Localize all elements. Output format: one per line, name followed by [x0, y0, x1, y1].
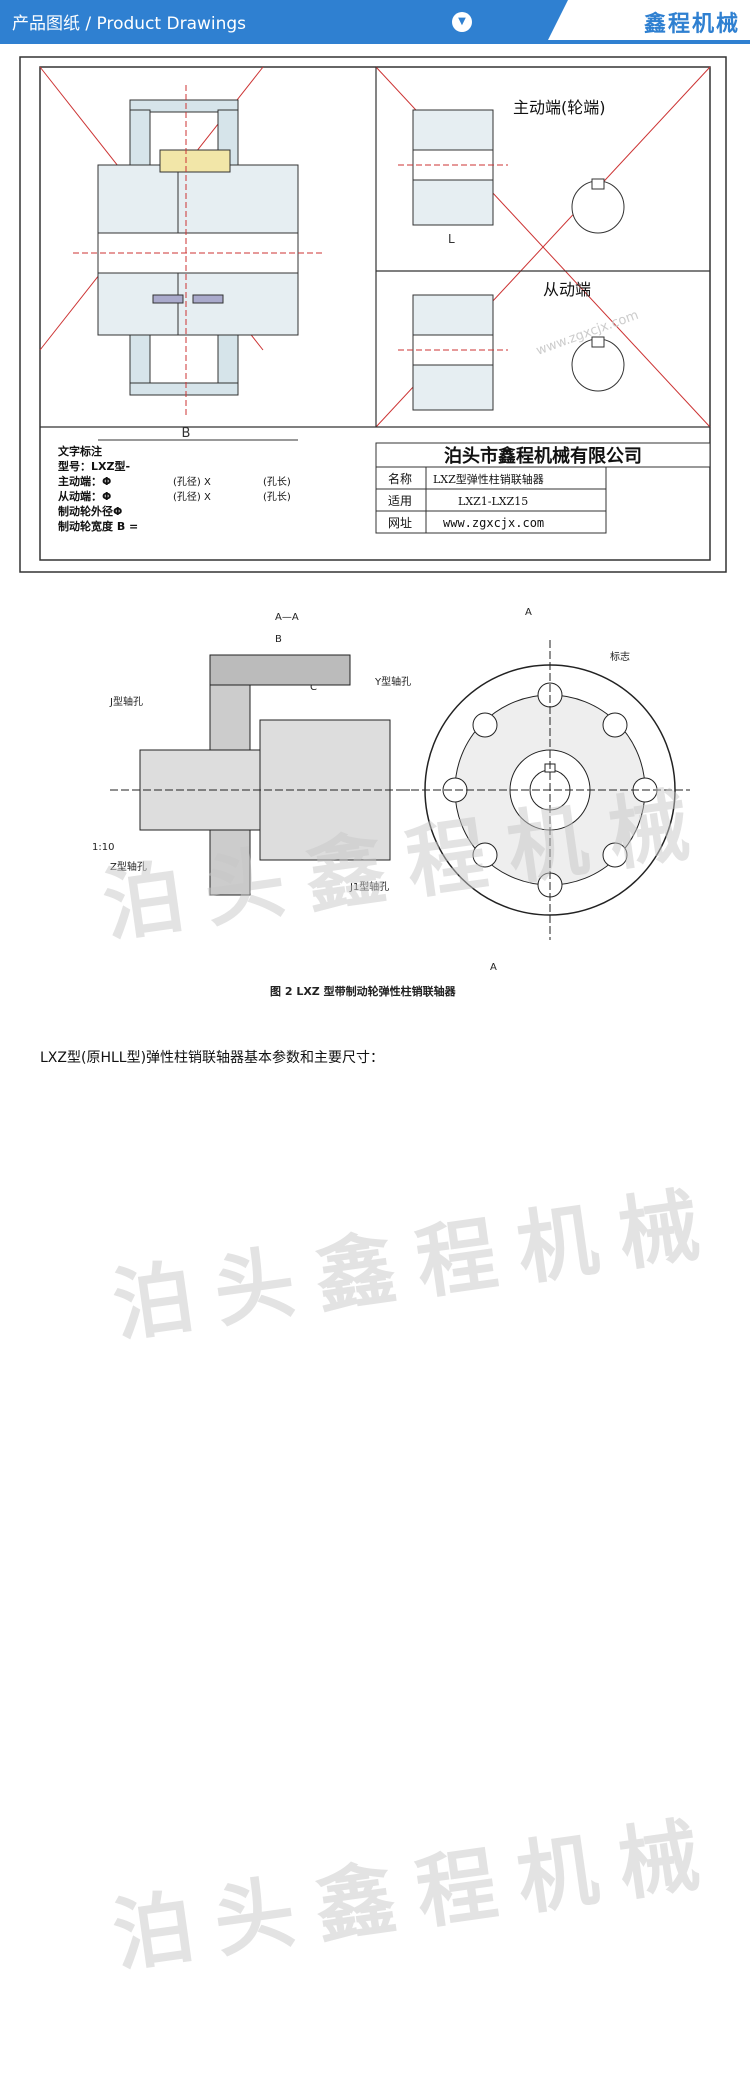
note-1: 型号：LXZ型-: [58, 459, 130, 473]
ratio: 1:10: [92, 842, 114, 853]
web-value: www.zgxcjx.com: [443, 516, 544, 530]
apply-value: LXZ1-LXZ15: [458, 495, 528, 508]
name-value: LXZ型弹性柱销联轴器: [433, 472, 544, 486]
dim-b-label: B: [182, 426, 191, 441]
name-label: 名称: [388, 471, 412, 486]
assembly-drawing: B 主动端(轮端) L 从动端 泊头市鑫程机械有限公司 名称 LXZ型弹性柱销联…: [19, 56, 727, 573]
brand-badge: 鑫程机械: [548, 0, 750, 40]
section-label: A—A: [275, 612, 299, 623]
page-watermark-2: 泊头鑫程机械: [107, 1175, 727, 1354]
driven-end-label: 从动端: [543, 280, 591, 299]
j-hole: J型轴孔: [109, 695, 143, 708]
a-top: A: [525, 607, 532, 618]
len-1: (孔长): [263, 476, 291, 488]
page-watermark-3: 泊头鑫程机械: [107, 1805, 727, 1984]
header-underline: [0, 40, 750, 44]
z-hole: Z型轴孔: [110, 860, 147, 873]
figure-caption: 图 2 LXZ 型带制动轮弹性柱销联轴器: [270, 984, 457, 998]
table-intro: LXZ型(原HLL型)弹性柱销联轴器基本参数和主要尺寸：: [40, 1050, 385, 1066]
drive-end-label: 主动端(轮端): [513, 98, 606, 117]
dim-b: B: [275, 634, 282, 645]
brand-name: 鑫程机械: [643, 12, 740, 37]
note-4: 制动轮外径Φ: [58, 504, 122, 518]
dim-c: C: [310, 682, 317, 693]
dim-l-label: L: [448, 232, 455, 246]
bore-2: (孔径) X: [173, 490, 211, 503]
j1-hole: J1型轴孔: [349, 880, 389, 893]
bore-1: (孔径) X: [173, 475, 211, 488]
company-name: 泊头市鑫程机械有限公司: [444, 445, 642, 467]
y-hole: Y型轴孔: [374, 675, 411, 688]
web-label: 网址: [388, 516, 412, 530]
header-title: 产品图纸 / Product Drawings: [12, 14, 247, 34]
section-drawing: A—A B C J型轴孔 Y型轴孔 1:10 Z型轴孔 J1型轴孔 标志 A A…: [92, 607, 690, 998]
note-3: 从动端：Φ: [58, 489, 111, 503]
len-2: (孔长): [263, 491, 291, 503]
page-header: 产品图纸 / Product Drawings ▼ 鑫程机械: [0, 0, 750, 44]
note-0: 文字标注: [58, 444, 102, 458]
chevron-down-icon[interactable]: ▼: [452, 12, 472, 32]
apply-label: 适用: [388, 494, 412, 508]
a-bottom: A: [490, 962, 497, 973]
note-2: 主动端：Φ: [58, 474, 111, 488]
mark-label: 标志: [610, 650, 630, 663]
note-5: 制动轮宽度 B =: [58, 519, 138, 533]
